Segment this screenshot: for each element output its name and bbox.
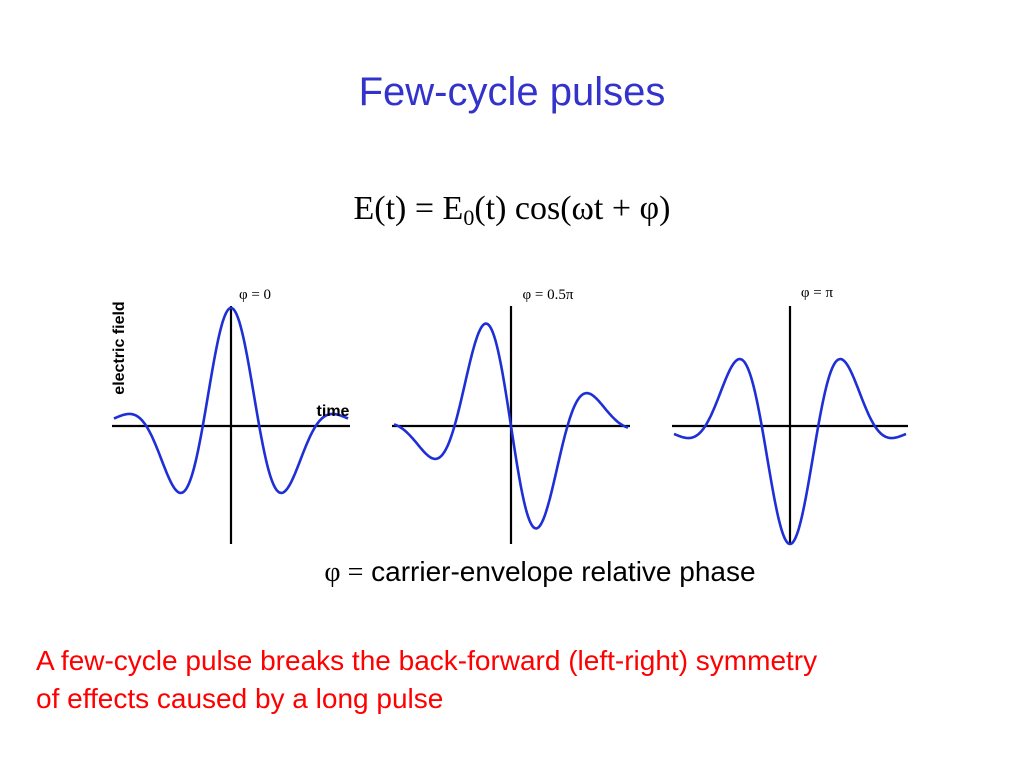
phase-caption-text: carrier-envelope relative phase xyxy=(363,556,756,587)
x-axis-label: time xyxy=(317,403,350,420)
phase-caption: φ = carrier-envelope relative phase xyxy=(0,556,1024,589)
symmetry-note-line-2: of effects caused by a long pulse xyxy=(36,683,444,714)
field-waveform xyxy=(113,306,349,495)
field-equation: E(t) = E0(t) cos(ωt + φ) xyxy=(0,190,1024,230)
equation-rhs: (t) cos(ωt + φ) xyxy=(474,190,671,227)
y-axis-label: electric field xyxy=(111,301,128,394)
pulse-panel-2: φ = 0.5π xyxy=(392,287,630,544)
pulse-panel-1: φ = 0 electric field time xyxy=(111,287,350,544)
equation-lhs: E(t) = E xyxy=(353,190,464,227)
symmetry-note: A few-cycle pulse breaks the back-forwar… xyxy=(36,642,1006,718)
phase-label: φ = 0.5π xyxy=(523,287,574,303)
pulse-panel-3: φ = π xyxy=(672,285,908,546)
phase-label: φ = π xyxy=(801,285,834,301)
field-waveform xyxy=(393,322,629,530)
phase-symbol: φ = xyxy=(324,557,364,588)
symmetry-note-line-1: A few-cycle pulse breaks the back-forwar… xyxy=(36,645,818,676)
phase-label: φ = 0 xyxy=(239,287,271,303)
field-waveform xyxy=(673,357,907,546)
equation-subscript: 0 xyxy=(463,205,475,230)
slide-title: Few-cycle pulses xyxy=(358,70,666,114)
